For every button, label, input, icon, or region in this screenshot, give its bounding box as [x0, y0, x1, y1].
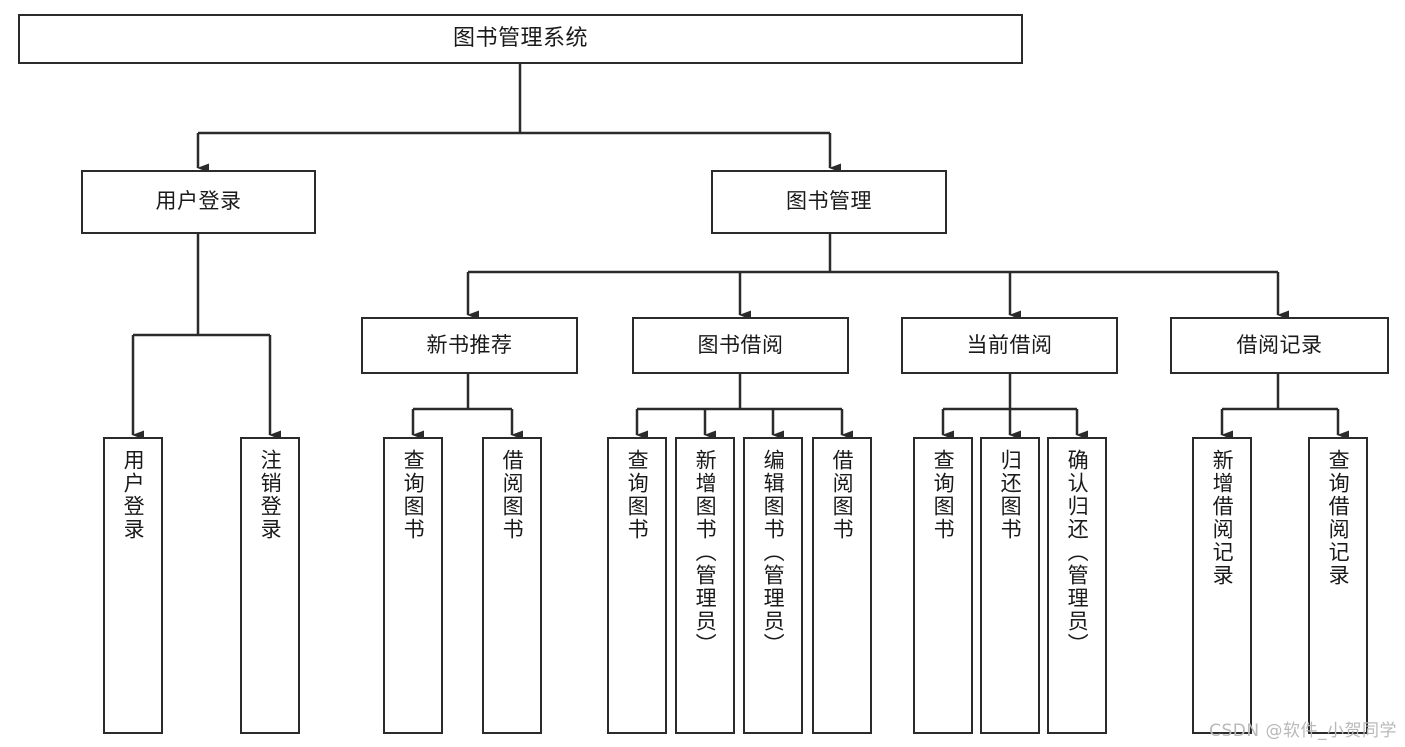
leaf-query-book-current[interactable]: 查询图书: [913, 437, 973, 734]
leaf-label: 查询借阅记录: [1326, 449, 1351, 587]
leaf-label: 确认归还（管理员）: [1065, 449, 1090, 656]
leaf-label: 查询图书: [625, 449, 650, 541]
leaf-confirm-return-admin[interactable]: 确认归还（管理员）: [1047, 437, 1107, 734]
node-label: 借阅记录: [1236, 332, 1323, 357]
leaf-label: 查询图书: [931, 449, 956, 541]
leaf-add-borrow-record[interactable]: 新增借阅记录: [1192, 437, 1252, 734]
node-label: 图书管理: [786, 189, 872, 214]
node-label: 当前借阅: [966, 332, 1053, 357]
leaf-label: 注销登录: [258, 449, 283, 541]
leaf-return-book[interactable]: 归还图书: [980, 437, 1040, 734]
leaf-label: 查询图书: [401, 449, 426, 541]
leaf-edit-book-admin[interactable]: 编辑图书（管理员）: [743, 437, 803, 734]
leaf-label: 借阅图书: [830, 449, 855, 541]
node-label: 图书借阅: [697, 332, 784, 357]
node-user-login[interactable]: 用户登录: [81, 170, 316, 234]
node-borrowing-records[interactable]: 借阅记录: [1170, 317, 1389, 374]
leaf-add-book-admin[interactable]: 新增图书（管理员）: [675, 437, 735, 734]
leaf-label: 借阅图书: [500, 449, 525, 541]
leaf-query-book-borrowing[interactable]: 查询图书: [607, 437, 667, 734]
leaf-query-borrow-record[interactable]: 查询借阅记录: [1308, 437, 1368, 734]
watermark: CSDN @软件_小贺同学: [1209, 721, 1397, 741]
leaf-query-book-recommend[interactable]: 查询图书: [383, 437, 443, 734]
leaf-label: 新增图书（管理员）: [693, 449, 718, 656]
leaf-borrow-book-recommend[interactable]: 借阅图书: [482, 437, 542, 734]
node-root-book-management-system[interactable]: 图书管理系统: [18, 14, 1023, 64]
node-label: 用户登录: [155, 189, 242, 214]
node-label: 图书管理系统: [452, 25, 588, 51]
leaf-borrow-book[interactable]: 借阅图书: [812, 437, 872, 734]
node-current-borrowing[interactable]: 当前借阅: [901, 317, 1118, 374]
leaf-label: 新增借阅记录: [1210, 449, 1235, 587]
node-book-borrowing[interactable]: 图书借阅: [632, 317, 849, 374]
node-book-management[interactable]: 图书管理: [711, 170, 947, 234]
leaf-user-login[interactable]: 用户登录: [103, 437, 163, 734]
node-new-book-recommendation[interactable]: 新书推荐: [361, 317, 578, 374]
leaf-label: 编辑图书（管理员）: [761, 449, 786, 656]
node-label: 新书推荐: [426, 332, 513, 357]
leaf-label: 归还图书: [998, 449, 1023, 541]
leaf-logout[interactable]: 注销登录: [240, 437, 300, 734]
leaf-label: 用户登录: [121, 449, 146, 541]
